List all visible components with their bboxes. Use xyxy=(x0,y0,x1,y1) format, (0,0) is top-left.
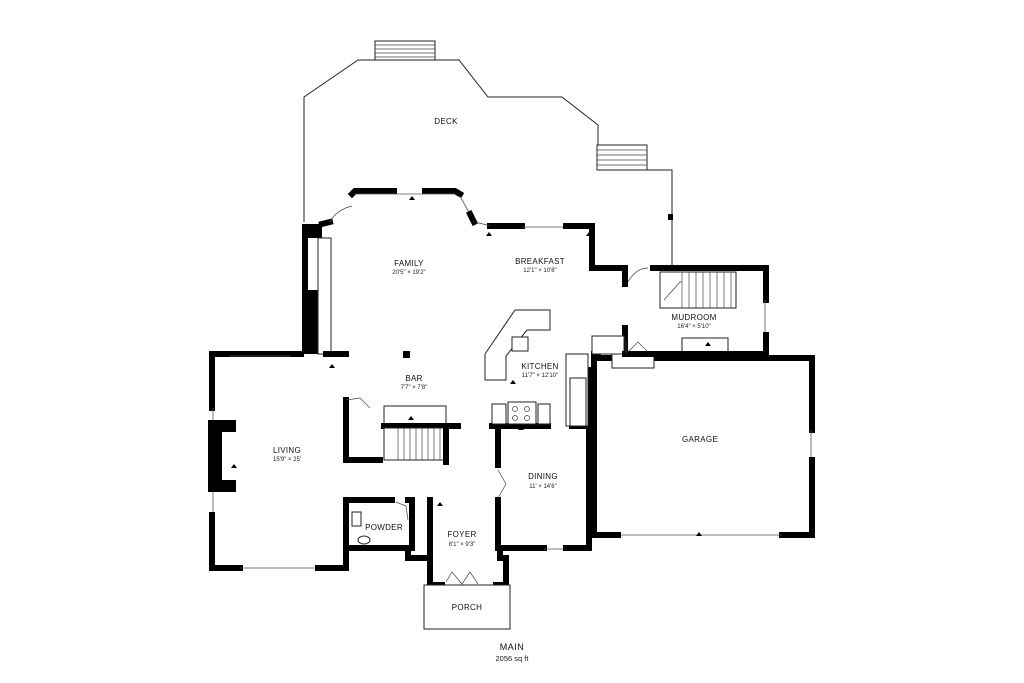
bar-stairs xyxy=(383,427,447,461)
door-swings xyxy=(329,205,649,354)
room-dim-living: 15'9" × 25' xyxy=(273,457,301,463)
room-label-foyer: FOYER xyxy=(447,530,476,539)
room-label-mudroom: MUDROOM xyxy=(671,313,716,322)
room-dim-dining: 11' × 14'6" xyxy=(529,484,557,490)
room-label-powder: POWDER xyxy=(365,523,403,532)
room-dim-foyer: 8'1" × 9'3" xyxy=(449,542,476,548)
exterior-walls xyxy=(208,188,815,630)
porch-slab xyxy=(423,584,511,630)
room-label-bar: BAR xyxy=(405,374,422,383)
room-label-deck: DECK xyxy=(434,117,458,126)
room-label-dining: DINING xyxy=(528,472,558,481)
room-label-porch: PORCH xyxy=(452,603,482,612)
room-label-kitchen: KITCHEN xyxy=(521,362,558,371)
deck-area xyxy=(303,40,673,266)
mudroom-stairs xyxy=(659,271,737,309)
room-label-garage: GARAGE xyxy=(682,435,718,444)
deck-stairs-top xyxy=(374,40,436,61)
room-dim-family: 20'5" × 19'2" xyxy=(392,270,425,276)
floor-area: 2056 sq ft xyxy=(496,654,530,663)
markers xyxy=(231,196,711,536)
room-label-living: LIVING xyxy=(273,446,301,455)
room-dim-kitchen: 11'7" × 12'10" xyxy=(522,373,558,379)
deck-stairs-right xyxy=(596,144,648,171)
room-dim-mudroom: 16'4" × 5'10" xyxy=(677,324,710,330)
room-label-family: FAMILY xyxy=(394,259,424,268)
floor-name: MAIN xyxy=(500,642,525,652)
room-label-breakfast: BREAKFAST xyxy=(515,257,565,266)
room-dim-bar: 7'7" × 7'8" xyxy=(401,385,428,391)
room-dim-breakfast: 12'1" × 10'8" xyxy=(523,268,556,274)
